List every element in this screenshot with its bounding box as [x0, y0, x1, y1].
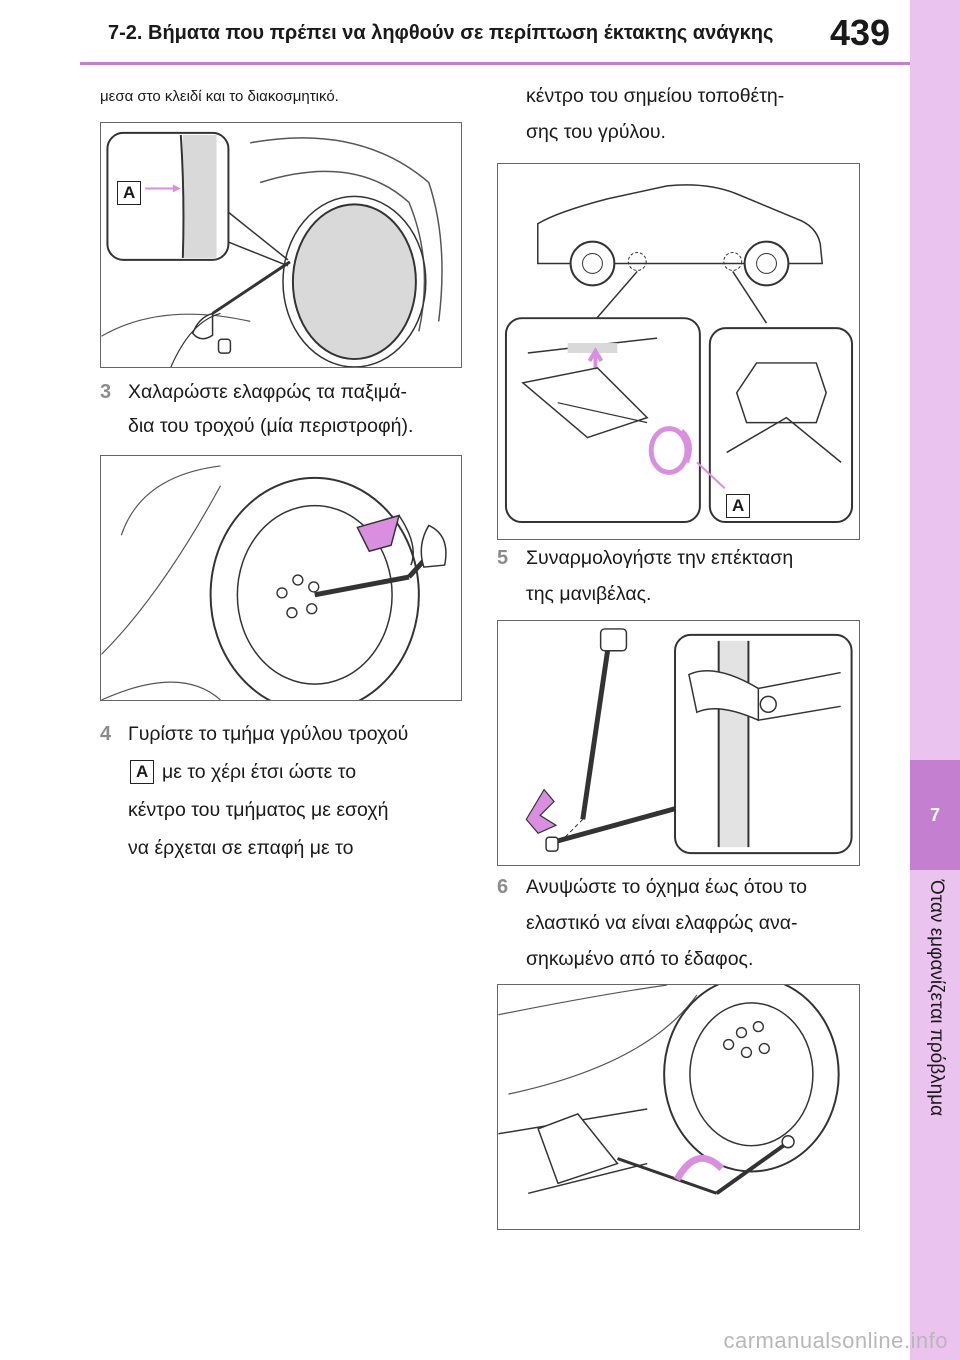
- figure-assemble-handle: [497, 620, 860, 866]
- step-text: Χαλαρώστε ελαφρώς τα παξιμά-: [128, 381, 408, 403]
- step-number: 4: [100, 723, 112, 745]
- figure-raise-vehicle: [497, 984, 860, 1230]
- figure-wheel-ornament: A: [100, 122, 462, 368]
- assemble-handle-illustration: [525, 628, 853, 855]
- header-divider: [80, 62, 910, 65]
- step-text: της μανιβέλας.: [526, 583, 652, 605]
- chapter-tab-label: Όταν εμφανίζεται πρόβλημα: [926, 880, 947, 1117]
- step-text: ελαστικό να είναι ελαφρώς ανα-: [526, 912, 798, 934]
- continued-text: σης του γρύλου.: [526, 121, 666, 143]
- wheel-ornament-illustration: [101, 131, 443, 367]
- callout-label: A: [726, 494, 751, 518]
- step-text: δια του τροχού (μία περιστροφή).: [128, 415, 414, 437]
- intro-text: μεσα στο κλειδί και το διακοσμητικό.: [100, 88, 339, 105]
- page-number: 439: [830, 12, 891, 53]
- step-number: 5: [497, 547, 509, 569]
- figure-loosen-lug-nuts: [100, 455, 462, 701]
- callout-label: A: [130, 760, 155, 784]
- loosen-nuts-illustration: [101, 465, 447, 700]
- step-text: Ανυψώστε το όχημα έως ότου το: [526, 876, 807, 898]
- step-number: 6: [497, 876, 509, 898]
- chapter-tab-number[interactable]: 7: [910, 760, 960, 870]
- chapter-tab-strip: [910, 0, 960, 1360]
- step-text: Γυρίστε το τμήμα γρύλου τροχού: [128, 723, 409, 745]
- figure-jack-position: A: [497, 163, 860, 540]
- inline-callout-label: A: [130, 760, 160, 784]
- raise-vehicle-illustration: [498, 985, 840, 1195]
- step-text: κέντρο του τμήματος με εσοχή: [128, 799, 389, 821]
- section-title: 7-2. Βήματα που πρέπει να ληφθούν σε περ…: [108, 22, 774, 44]
- step-text: Συναρμολογήστε την επέκταση: [526, 547, 794, 569]
- step-number: 3: [100, 381, 112, 403]
- step-text: με το χέρι έτσι ώστε το: [162, 761, 357, 783]
- callout-label: A: [117, 181, 142, 205]
- continued-text: κέντρο του σημείου τοποθέτη-: [526, 85, 785, 107]
- step-text: να έρχεται σε επαφή με το: [128, 837, 354, 859]
- step-text: σηκωμένο από το έδαφος.: [526, 948, 754, 970]
- watermark: carmanualsonline.info: [723, 1328, 948, 1353]
- jack-position-illustration: [504, 184, 854, 524]
